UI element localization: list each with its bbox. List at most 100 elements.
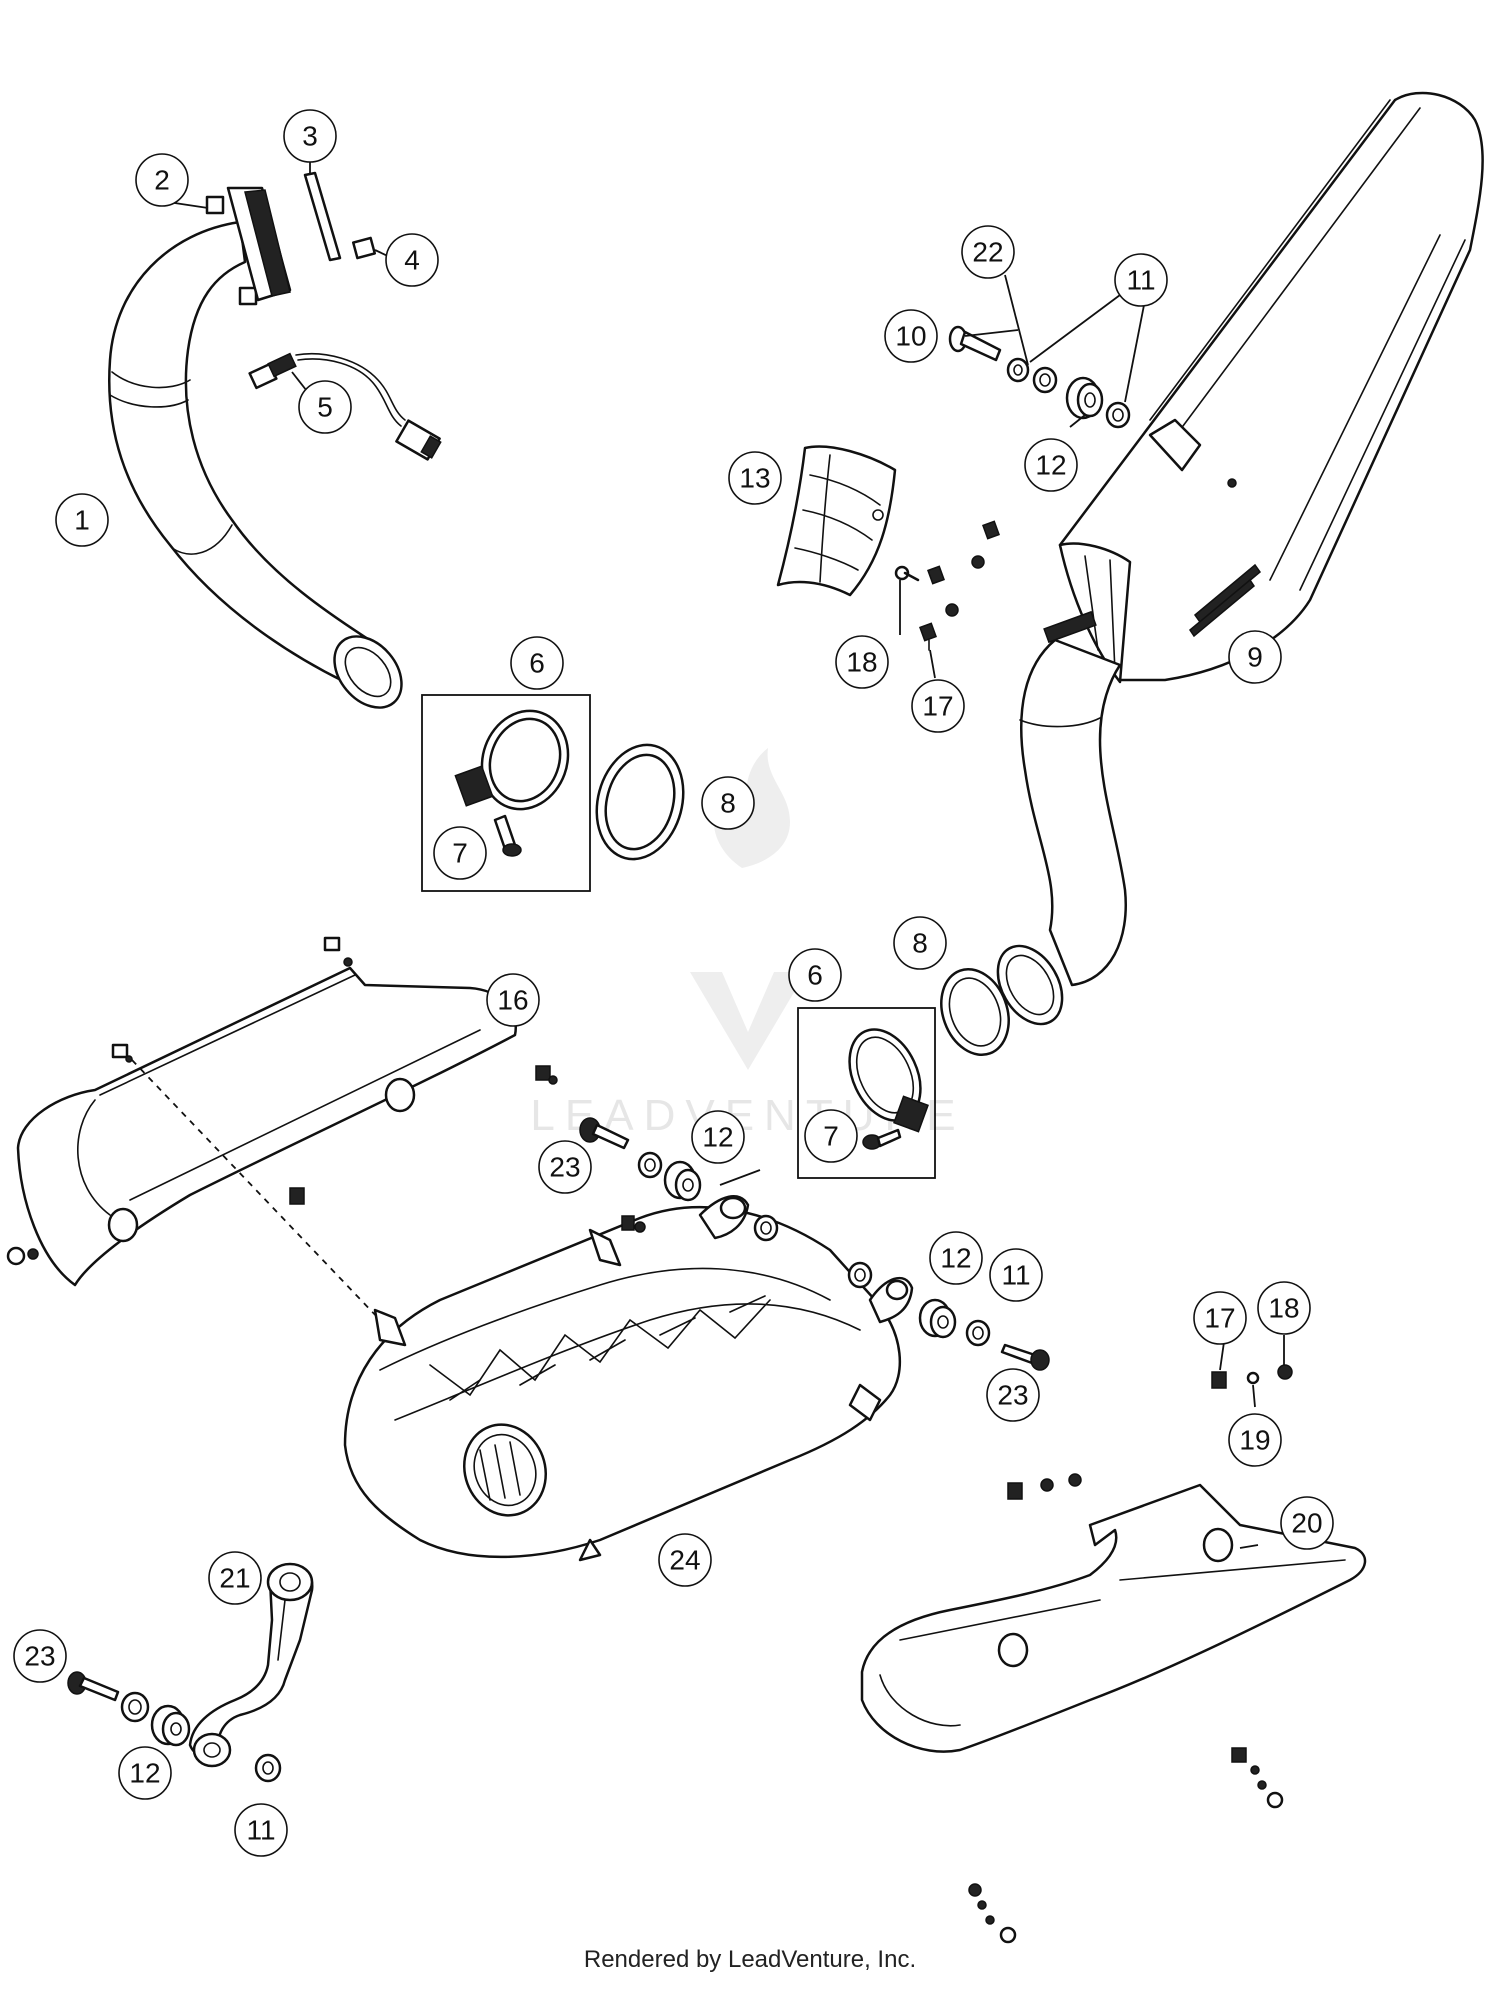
watermark-v-icon bbox=[690, 972, 806, 1070]
callout-10: 10 bbox=[884, 309, 938, 363]
exhaust-stud bbox=[303, 171, 342, 262]
callout-21: 21 bbox=[208, 1551, 262, 1605]
svg-text:19: 19 bbox=[1239, 1425, 1270, 1456]
rubber-grommet bbox=[1065, 376, 1104, 420]
callout-4: 4 bbox=[385, 233, 439, 287]
svg-text:11: 11 bbox=[1126, 265, 1155, 296]
mounting-bracket bbox=[188, 1562, 314, 1768]
callout-18-lower: 18 bbox=[1257, 1281, 1311, 1335]
clamp-group-box-lower bbox=[797, 1007, 936, 1179]
callout-8-lower: 8 bbox=[893, 916, 947, 970]
muffler-rear-mount bbox=[918, 1298, 1050, 1371]
callout-17-upper: 17 bbox=[911, 679, 965, 733]
clamp-bolt-lower bbox=[862, 1128, 902, 1150]
svg-text:11: 11 bbox=[1001, 1260, 1030, 1291]
svg-text:9: 9 bbox=[1247, 642, 1263, 673]
bracket-grommet bbox=[120, 1691, 282, 1783]
heat-shield-small bbox=[776, 445, 897, 597]
svg-text:12: 12 bbox=[702, 1122, 733, 1153]
svg-text:12: 12 bbox=[1035, 450, 1066, 481]
callout-11-middle: 11 bbox=[989, 1248, 1043, 1302]
svg-text:12: 12 bbox=[129, 1758, 160, 1789]
callout-5: 5 bbox=[298, 380, 352, 434]
svg-text:20: 20 bbox=[1291, 1508, 1322, 1539]
oxygen-sensor bbox=[248, 352, 442, 461]
callout-22: 22 bbox=[961, 225, 1015, 279]
callout-7-upper: 7 bbox=[433, 826, 487, 880]
muffler-mount-grommet bbox=[621, 1151, 873, 1289]
svg-text:17: 17 bbox=[922, 691, 953, 722]
svg-text:18: 18 bbox=[1268, 1293, 1299, 1324]
callout-12-right: 12 bbox=[929, 1231, 983, 1285]
silencer-mount-washer bbox=[1006, 357, 1131, 429]
heat-shield-front bbox=[16, 966, 518, 1287]
callout-19: 19 bbox=[1228, 1413, 1282, 1467]
svg-text:13: 13 bbox=[739, 463, 770, 494]
exhaust-gasket-lower bbox=[940, 967, 1010, 1057]
svg-text:23: 23 bbox=[549, 1152, 580, 1183]
svg-text:7: 7 bbox=[452, 838, 468, 869]
exhaust-clamp bbox=[454, 709, 570, 811]
svg-text:18: 18 bbox=[846, 647, 877, 678]
svg-text:11: 11 bbox=[246, 1815, 275, 1846]
svg-text:8: 8 bbox=[720, 788, 736, 819]
callout-17-lower: 17 bbox=[1193, 1291, 1247, 1345]
callout-7-lower: 7 bbox=[804, 1109, 858, 1163]
callout-23-upper: 23 bbox=[538, 1140, 592, 1194]
callout-16: 16 bbox=[486, 973, 540, 1027]
svg-text:4: 4 bbox=[404, 245, 420, 276]
callout-12-lower: 12 bbox=[118, 1746, 172, 1800]
callout-8-upper: 8 bbox=[701, 776, 755, 830]
svg-text:24: 24 bbox=[669, 1545, 700, 1576]
callout-2: 2 bbox=[135, 153, 189, 207]
callout-23-middle: 23 bbox=[986, 1368, 1040, 1422]
svg-text:5: 5 bbox=[317, 392, 333, 423]
svg-text:10: 10 bbox=[895, 321, 926, 352]
svg-text:6: 6 bbox=[807, 960, 823, 991]
callout-11-upper: 11 bbox=[1114, 253, 1168, 307]
svg-text:17: 17 bbox=[1204, 1303, 1235, 1334]
svg-text:21: 21 bbox=[219, 1563, 250, 1594]
svg-text:23: 23 bbox=[24, 1641, 55, 1672]
callout-9: 9 bbox=[1228, 630, 1282, 684]
callout-24: 24 bbox=[658, 1533, 712, 1587]
silencer bbox=[996, 91, 1484, 1026]
svg-text:7: 7 bbox=[823, 1121, 839, 1152]
callout-12-upper: 12 bbox=[1024, 438, 1078, 492]
callout-1: 1 bbox=[55, 493, 109, 547]
svg-text:1: 1 bbox=[74, 505, 90, 536]
callout-11-lower: 11 bbox=[234, 1803, 288, 1857]
muffler-mount-bolt bbox=[579, 1117, 630, 1150]
muffler-body bbox=[343, 1195, 914, 1562]
clamp-bolt bbox=[493, 814, 522, 857]
callout-6-upper: 6 bbox=[510, 636, 564, 690]
clamp-group-box-upper bbox=[421, 694, 591, 892]
svg-text:12: 12 bbox=[940, 1243, 971, 1274]
callout-13: 13 bbox=[728, 451, 782, 505]
footer-credit: Rendered by LeadVenture, Inc. bbox=[583, 1946, 917, 1973]
callout-18-upper: 18 bbox=[835, 635, 889, 689]
flange-nut bbox=[205, 186, 292, 306]
svg-text:23: 23 bbox=[997, 1380, 1028, 1411]
callout-3: 3 bbox=[283, 109, 337, 163]
heat-shield-fasteners bbox=[894, 520, 1000, 651]
svg-text:8: 8 bbox=[912, 928, 928, 959]
svg-text:16: 16 bbox=[497, 985, 528, 1016]
svg-text:22: 22 bbox=[972, 237, 1003, 268]
heat-shield-front-fasteners bbox=[6, 936, 558, 1266]
callout-23-lower: 23 bbox=[13, 1629, 67, 1683]
heat-shield-rear bbox=[860, 1483, 1367, 1753]
exhaust-gasket bbox=[595, 743, 685, 861]
shield-clip-set bbox=[1211, 1364, 1293, 1389]
header-pipe bbox=[108, 220, 403, 709]
callout-6-lower: 6 bbox=[788, 948, 842, 1002]
exhaust-clamp-lower bbox=[848, 1028, 929, 1133]
svg-text:3: 3 bbox=[302, 121, 318, 152]
callout-20: 20 bbox=[1280, 1496, 1334, 1550]
svg-text:2: 2 bbox=[154, 165, 170, 196]
callout-12-middle: 12 bbox=[691, 1110, 745, 1164]
bracket-bolt bbox=[67, 1671, 120, 1702]
heat-shield-rear-fasteners bbox=[968, 1473, 1284, 1944]
silencer-mount-bolt bbox=[948, 325, 1002, 362]
